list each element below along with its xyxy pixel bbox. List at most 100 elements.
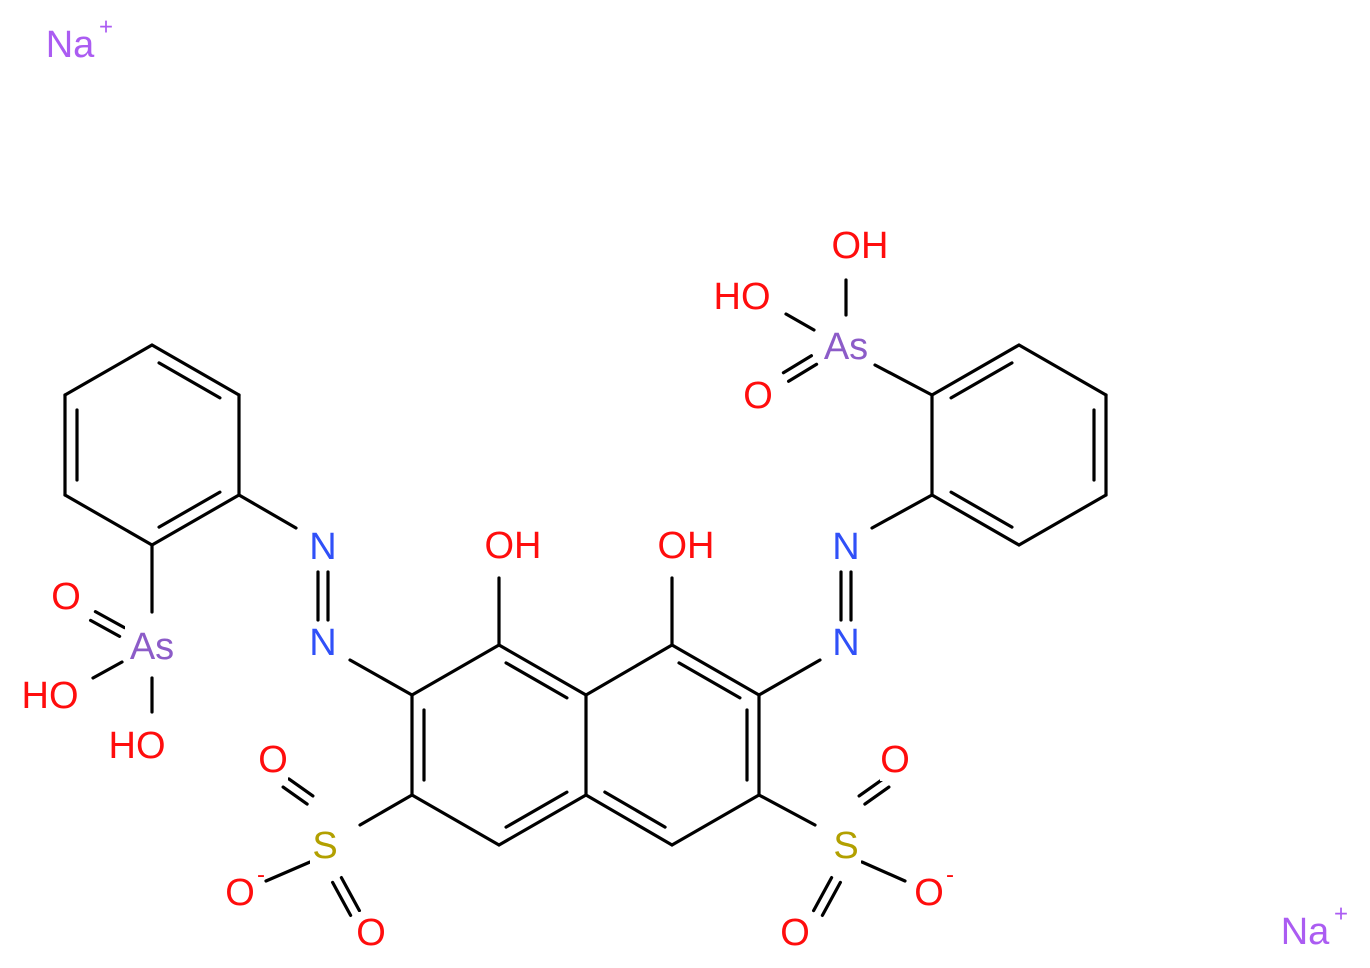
atom-label-n-2: N [309,622,336,664]
atom-label-backing [819,326,873,368]
atom-label-as-right-oh-a: OH [832,225,889,267]
bond-layer [63,278,1108,917]
atom-label-na-plus-1: Na [46,24,95,66]
naphthalene-bond [584,643,674,697]
atom-label-backing [125,626,179,668]
right-phenyl-bond [1017,343,1108,397]
right-s-o-double-bond [820,880,842,917]
left-s-o-double-bond [281,785,309,806]
right-phenyl-n-bond [870,493,934,530]
naphthalene-bond-inner [504,790,569,829]
left-as-o-double-bond [88,618,122,638]
atom-label-s-left-o-bottom: O [356,912,386,954]
naphthalene-bond [670,793,761,847]
right-as-oh-bond [784,312,816,332]
charge-s-right-o-minus: - [946,862,954,889]
atom-label-backing [831,622,861,664]
left-phenyl-n-bond [237,493,298,530]
naphthalene-bond [410,643,501,697]
left-phenyl-bond-inner [157,361,222,400]
right-phenyl-bond [930,343,1021,397]
left-s-o-double-bond [339,876,361,913]
atom-label-backing [51,576,81,618]
atom-label-n-4: N [832,622,859,664]
charge-na-plus-2: + [1334,901,1348,928]
atom-label-as-right: As [824,326,868,368]
charge-s-left-o-minus: - [257,862,265,889]
right-phenyl-as-bond [873,363,934,397]
atom-label-s-right: S [833,825,858,867]
charge-na-plus-1: + [99,14,113,41]
atom-label-backing [310,825,340,867]
atom-label-s-left: S [312,825,337,867]
left-as-oh-bond [91,660,124,680]
atom-label-as-right-oh-b: HO [714,276,771,318]
left-as-o-double-bond [93,610,127,630]
atom-label-oh-1: OH [485,525,542,567]
atom-label-as-left-oh-a: HO [22,675,79,717]
atom-label-s-left-o-top: O [258,739,288,781]
right-s-o-double-bond [857,777,885,798]
atom-label-backing [225,872,255,914]
naphthalene-bond-inner [603,790,667,829]
atom-label-as-left-oh-b: HO [109,725,166,767]
atom-label-backing [715,276,769,318]
naphthalene-bond [497,643,588,697]
atom-label-backing [43,24,97,66]
left-phenyl-bond-inner [157,490,222,529]
left-s-o-double-bond [287,777,315,798]
left-phenyl-bond [63,343,154,397]
atom-label-s-right-o-minus: O [914,872,944,914]
right-as-o-double-bond [786,362,819,383]
atom-label-backing [356,912,386,954]
naphthalene-bond [670,643,761,697]
naphthalene-bond [497,793,588,847]
atom-label-backing [258,739,288,781]
naphthalene-bond-inner [504,661,569,700]
left-s-o-minus-bond [264,860,312,883]
atom-label-oh-2: OH [658,525,715,567]
naphthalene-bond-inner [677,661,742,700]
left-phenyl-bond [150,493,241,547]
atom-label-backing [831,526,861,568]
atom-label-as-left-o: O [51,576,81,618]
atom-label-n-3: N [832,526,859,568]
atom-label-s-right-o-top: O [880,739,910,781]
right-s-o-minus-bond [860,860,907,883]
right-phenyl-bond-inner [949,361,1014,400]
atom-label-backing [743,375,773,417]
atom-label-backing [486,525,540,567]
right-phenyl-bond [1017,493,1108,547]
atom-label-backing [831,825,861,867]
atom-label-backing [914,872,944,914]
right-s-o-double-bond [812,876,834,913]
atom-label-backing [1278,911,1332,953]
atom-label-as-right-o: O [743,375,773,417]
left-phenyl-bond [63,493,154,547]
right-s-o-double-bond [863,785,891,806]
atom-label-backing [880,739,910,781]
left-phenyl-bond [150,343,241,397]
atom-label-backing [308,622,338,664]
atom-label-backing [833,225,887,267]
naphthalene-bond [584,793,674,847]
right-sulfonate-c-bond [757,793,817,827]
atom-label-n-1: N [309,526,336,568]
left-azo-c-bond [348,658,414,697]
atom-label-backing [110,725,164,767]
atom-label-backing [308,526,338,568]
right-phenyl-bond [930,493,1021,547]
atom-label-backing [23,675,77,717]
atom-label-as-left: As [130,626,174,668]
atom-label-backing [780,912,810,954]
left-s-o-double-bond [331,880,353,917]
atom-label-backing [659,525,713,567]
right-azo-c-bond [757,658,822,697]
right-as-o-double-bond [781,354,814,375]
right-phenyl-bond-inner [949,490,1014,529]
atom-label-na-plus-2: Na [1281,911,1330,953]
naphthalene-bond [410,793,501,847]
left-sulfonate-c-bond [358,793,414,827]
